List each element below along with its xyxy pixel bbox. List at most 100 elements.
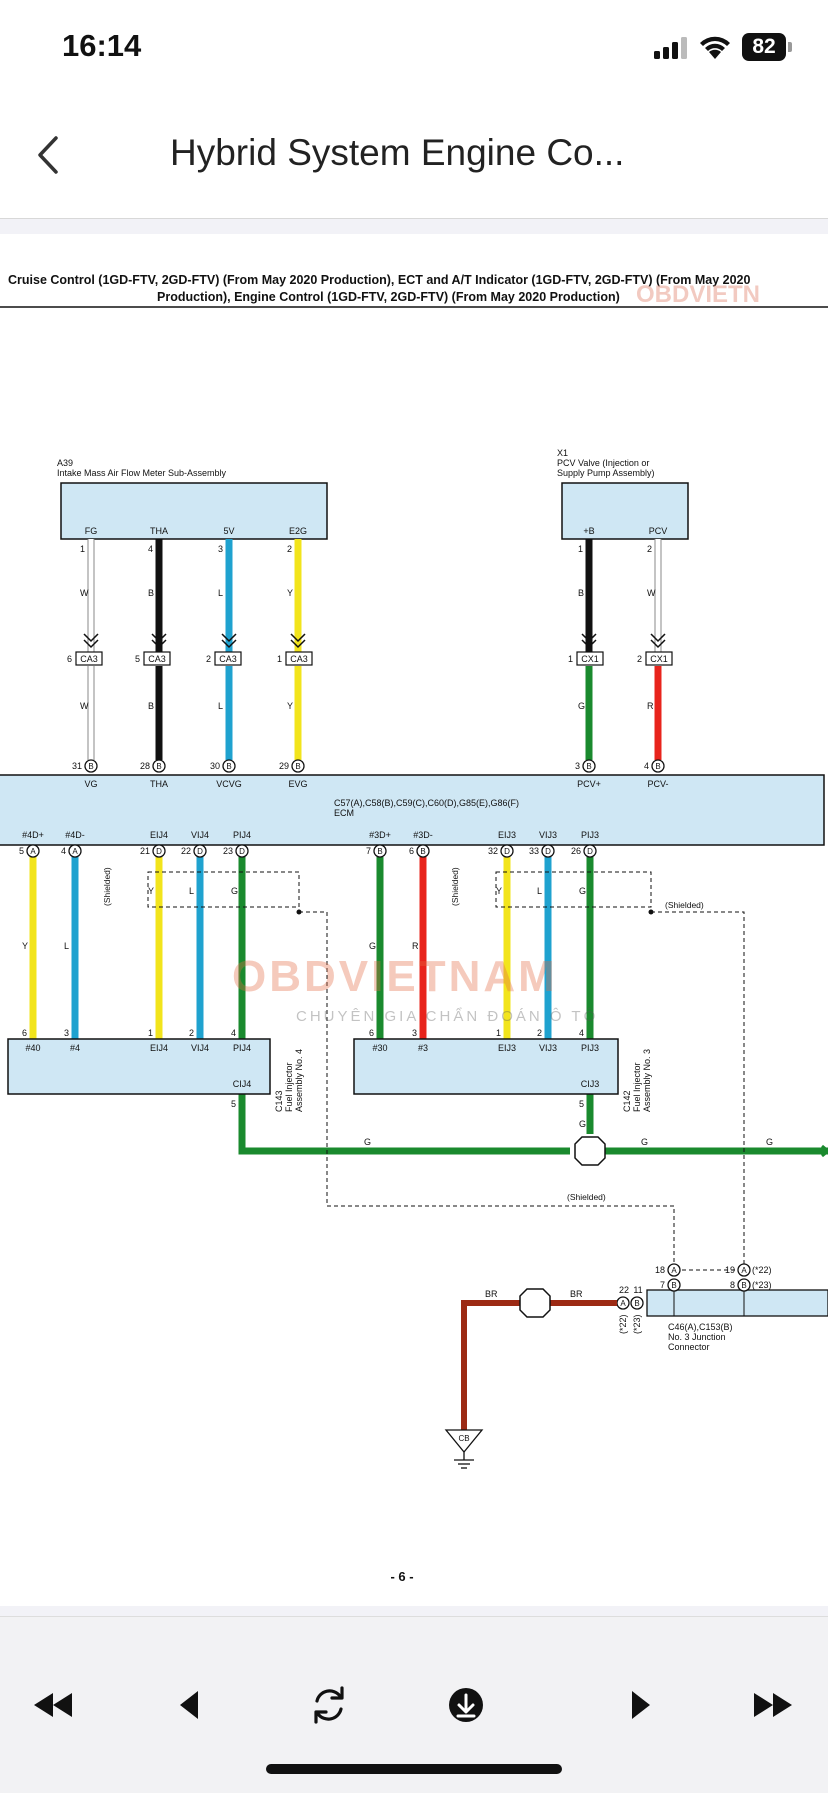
upper-wires [87,539,662,760]
wire-color-br1: BR [485,1289,498,1299]
ecm-bottom-num: 26 [571,846,581,856]
cx1-label-1: CX1 [581,654,599,664]
c143-pin: EIJ4 [150,1043,168,1053]
c143-name3: Assembly No. 4 [294,1049,304,1112]
wire-color-g8: G [766,1137,773,1147]
svg-text:B: B [634,1299,639,1308]
wire-color-y3: Y [22,941,28,951]
shielded-label-1: (Shielded) [102,867,112,906]
wiring-diagram: Cruise Control (1GD-FTV, 2GD-FTV) (From … [0,273,828,1584]
ecm-top-conn: B [655,762,660,771]
x1-num-2: 2 [647,544,652,554]
a39-name: Intake Mass Air Flow Meter Sub-Assembly [57,468,227,478]
shielded-label-3: (Shielded) [665,900,704,910]
ecm-pin-3dm: #3D- [413,830,433,840]
ecm-bottom-num: 33 [529,846,539,856]
wire-color-y1: Y [287,588,293,598]
ecm-pin-vij3: VIJ3 [539,830,557,840]
refresh-icon[interactable] [301,1677,357,1733]
x1-code: X1 [557,448,568,458]
wire-color-w2: W [647,588,656,598]
back-chevron-icon[interactable] [30,130,70,180]
wifi-icon [700,36,730,59]
c143-name2: Fuel Injector [284,1062,294,1112]
battery-tip [788,42,792,52]
next-page-icon[interactable] [612,1677,668,1733]
junction-tag-23b: (*23) [632,1314,642,1334]
ecm-top-num: 29 [279,761,289,771]
c143-num: 2 [189,1028,194,1038]
wire-color-br2: BR [570,1289,583,1299]
ecm-bottom-conn: D [239,847,245,856]
junction-tag-22: (*22) [752,1265,772,1275]
ecm-pin-vg: VG [84,779,97,789]
ecm-box [0,774,825,846]
c143-num: 3 [64,1028,69,1038]
wire-color-y4: Y [148,886,154,896]
ca3-num-2: 2 [206,654,211,664]
x1-pin-pcv: PCV [649,526,668,536]
page-number: - 6 - [390,1569,413,1584]
ecm-pin-vij4: VIJ4 [191,830,209,840]
c142-pin: PIJ3 [581,1043,599,1053]
wire-color-b1: B [148,588,154,598]
a39-num-4: 4 [148,544,153,554]
c142-pin: VIJ3 [539,1043,557,1053]
ecm-top-conn: B [295,762,300,771]
ecm-bottom-conn: D [545,847,551,856]
download-icon[interactable] [438,1677,494,1733]
wire-color-l3: L [64,941,69,951]
wire-color-g4: G [579,886,586,896]
ecm-pin-vcvg: VCVG [216,779,242,789]
wire-color-y5: Y [496,886,502,896]
lower-wires [29,857,828,1155]
ecm-bottom-conn: D [156,847,162,856]
c142-num: 2 [537,1028,542,1038]
navigation-bar: Hybrid System Engine Co... [0,100,828,219]
wire-color-w3: W [80,701,89,711]
c143-box [7,1038,271,1095]
ecm-connectors-label: C57(A),C58(B),C59(C),C60(D),G85(E),G86(F… [334,798,519,808]
wire-color-r2: R [412,941,419,951]
prev-page-icon[interactable] [162,1677,218,1733]
wire-color-g7: G [641,1137,648,1147]
c143-num: 6 [22,1028,27,1038]
ca3-label-4: CA3 [290,654,308,664]
wire-color-w1: W [80,588,89,598]
wire-color-g2: G [231,886,238,896]
junction-tag-22b: (*22) [618,1314,628,1334]
watermark-text: OBDVIETNAM [232,952,558,1001]
ecm-bottom-conn: B [420,847,425,856]
ecm-bottom-num: 6 [409,846,414,856]
first-page-icon[interactable] [26,1677,82,1733]
br-wire [461,1300,617,1430]
ecm-pin-4dm: #4D- [65,830,85,840]
svg-text:A: A [620,1299,626,1308]
header-watermark: OBDVIETN [636,281,760,308]
c143-cij-num: 5 [231,1099,236,1109]
c143-pin: #40 [25,1043,40,1053]
doc-heading-line2: Production), Engine Control (1GD-FTV, 2G… [157,290,620,304]
wire-color-b3: B [148,701,154,711]
doc-heading-line1: Cruise Control (1GD-FTV, 2GD-FTV) (From … [8,273,750,287]
x1-pin-b: +B [583,526,594,536]
c142-num: 1 [496,1028,501,1038]
ecm-bottom-num: 4 [61,846,66,856]
ground-triangle [444,1429,484,1454]
cx1-label-2: CX1 [650,654,668,664]
shielded-label-4: (Shielded) [567,1192,606,1202]
br-splice [519,1288,551,1318]
ecm-bottom-pins: A5 A4 D21 D22 D23 B7 B6 D32 D33 D26 [19,844,597,858]
document-page[interactable]: Cruise Control (1GD-FTV, 2GD-FTV) (From … [0,234,828,1606]
last-page-icon[interactable] [744,1677,800,1733]
connector-arrows [83,633,666,649]
wire-color-r1: R [647,701,654,711]
junction-num-18: 18 [655,1265,665,1275]
wire-color-l2: L [218,701,223,711]
ecm-top-conn: B [226,762,231,771]
svg-text:A: A [741,1266,747,1275]
c142-box [353,1038,619,1095]
ecm-bottom-conn: D [197,847,203,856]
shielded-label-2: (Shielded) [450,867,460,906]
wire-color-g5: G [579,1119,586,1129]
